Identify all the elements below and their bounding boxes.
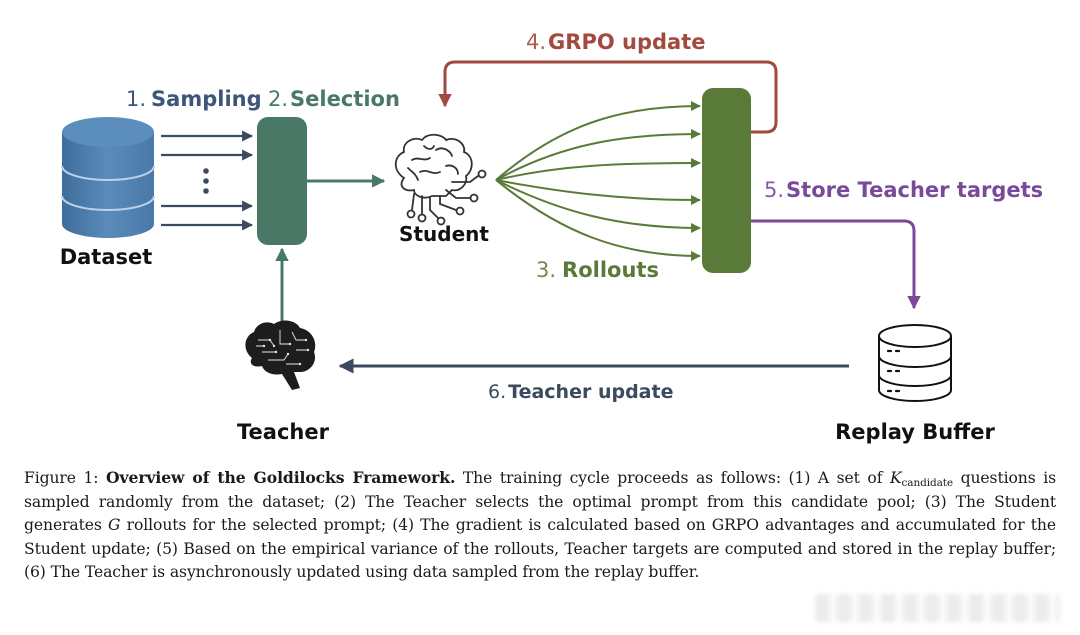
dataset-database-icon [61,117,155,238]
teacher-label: Teacher [237,420,330,444]
caption-text-1: The training cycle proceeds as follows: … [455,469,890,487]
store-targets-arrow [751,219,921,310]
rollout-arrow [495,179,701,205]
rollout-arrow [495,179,701,233]
caption-prefix: Figure 1: [24,469,107,487]
caption-text-3: rollouts for the selected prompt; (4) Th… [24,516,1056,582]
rollout-arrow [495,129,701,181]
student-brain-icon [394,133,487,226]
replay-buffer-label: Replay Buffer [835,420,995,444]
ellipsis-dots [203,168,209,194]
rollout-arrow [495,158,701,181]
dataset-label: Dataset [60,245,153,269]
step-2-label: 2.Selection [268,87,400,111]
k-symbol: K [889,469,902,487]
caption-text-2: questions is sampled randomly from the d… [24,469,1056,535]
g-symbol: G [108,516,121,535]
rollout-arrows [495,101,701,261]
grpo-update-arrow [438,60,778,134]
goldilocks-diagram: Dataset 1.Sampling 2.Selection [60,30,1043,444]
step-6-label: 6.Teacher update [488,381,673,403]
watermark-blur [815,594,1060,622]
rollout-arrow [495,101,701,181]
selection-box [257,117,307,245]
student-label: Student [399,222,489,246]
sampling-arrows [161,130,254,231]
rollout-arrow [495,179,701,261]
replay-buffer-database-icon [878,324,952,402]
step-3-label: 3.Rollouts [536,258,659,282]
k-subscript: candidate [901,477,954,489]
figure-caption: Figure 1: Overview of the Goldilocks Fra… [24,466,1056,585]
step-4-label: 4.GRPO update [526,30,705,54]
step-5-label: 5.Store Teacher targets [764,178,1043,202]
rollouts-box [702,88,751,273]
caption-title: Overview of the Goldilocks Framework. [106,468,456,487]
step-1-label: 1.Sampling [126,87,262,111]
teacher-brain-icon [245,320,316,390]
